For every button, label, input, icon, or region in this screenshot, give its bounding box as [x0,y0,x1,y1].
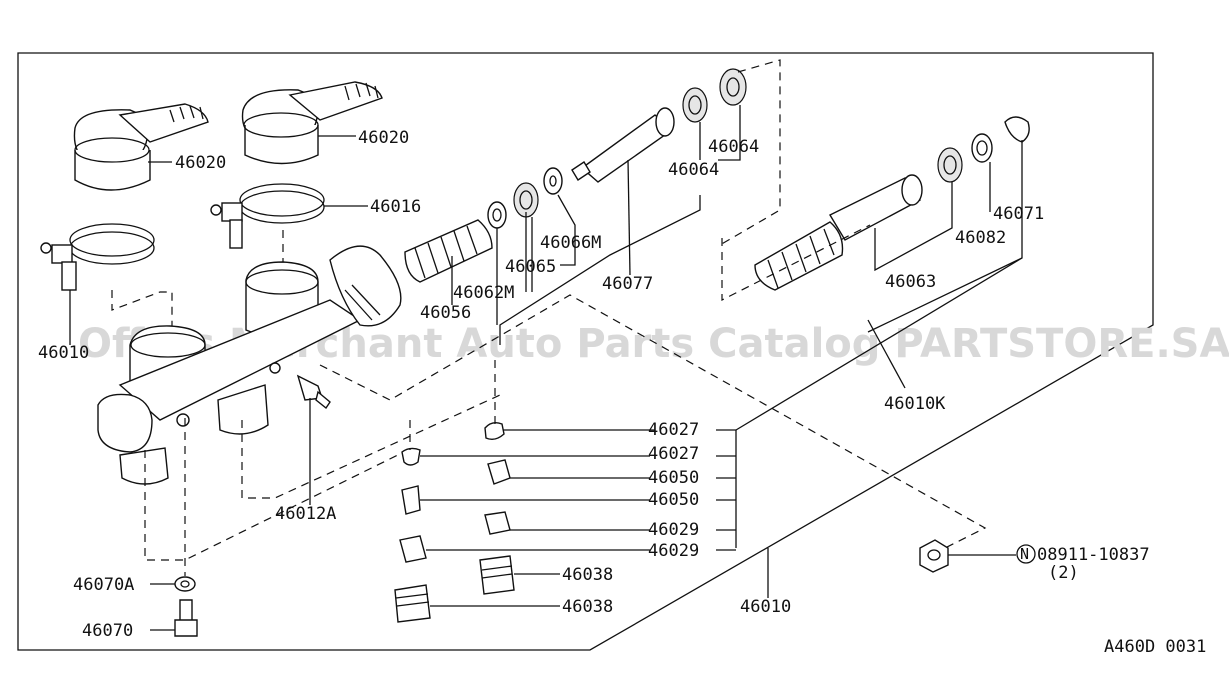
label-46056: 46056 [420,303,471,323]
label-08911-10837: 08911-10837 [1037,545,1150,565]
diagram-frame [17,52,1154,651]
label-46038-b: 46038 [562,597,613,617]
cup-seal-46064-a[interactable] [682,87,708,123]
label-46020-left: 46020 [175,153,226,173]
piston-46077[interactable] [571,107,675,183]
label-46050-a: 46050 [648,468,699,488]
sleeve-46050-a[interactable] [487,459,511,485]
label-46016: 46016 [370,197,421,217]
label-46012a: 46012A [275,504,336,524]
secondary-piston-kit[interactable] [754,174,923,291]
nut-08911[interactable] [919,539,949,573]
diagram-code: A460D 0031 [1104,637,1206,657]
label-46063: 46063 [885,272,936,292]
washer-46070a[interactable] [174,576,196,592]
seat-46029-b[interactable] [399,535,427,563]
washer-46066m[interactable] [543,167,563,195]
bleeder-screw[interactable] [296,374,331,410]
label-46050-b: 46050 [648,490,699,510]
nut-part-number: N 08911-10837 (2) [1016,544,1150,583]
nut-symbol: N [1020,545,1029,563]
label-46010-main: 46010 [740,597,791,617]
label-46027-a: 46027 [648,420,699,440]
sleeve-46050-b[interactable] [401,485,421,515]
hose-clamp-upper[interactable] [210,183,325,249]
piston-cup-46065[interactable] [513,182,539,218]
label-46038-a: 46038 [562,565,613,585]
primary-spring[interactable] [404,219,493,283]
master-cylinder-body[interactable] [97,245,402,485]
label-46020-right: 46020 [358,128,409,148]
seat-46029-a[interactable] [484,511,511,535]
label-46066m: 46066M [540,233,601,253]
label-46070a: 46070A [73,575,134,595]
reservoir-cap-left[interactable] [73,103,209,191]
label-46070: 46070 [82,621,133,641]
screw-46070[interactable] [174,599,198,637]
label-46029-b: 46029 [648,541,699,561]
label-46064-b: 46064 [668,160,719,180]
label-nut-qty: (2) [1048,563,1079,583]
hose-clamp-lower[interactable] [40,223,155,291]
check-valve-46027-a[interactable] [484,421,505,441]
plug-46038-a[interactable] [479,555,515,595]
clip-46071[interactable] [1004,116,1030,143]
check-valve-46027-b[interactable] [401,447,421,466]
seal-46062m[interactable] [487,201,507,229]
label-46077: 46077 [602,274,653,294]
label-46029-a: 46029 [648,520,699,540]
ring-46071[interactable] [971,133,993,163]
reservoir-cap-right[interactable] [241,81,383,165]
label-46010k: 46010K [884,394,946,414]
plug-46038-b[interactable] [394,584,431,623]
label-46062m: 46062M [453,283,514,303]
label-46010: 46010 [38,343,89,363]
label-46064-a: 46064 [708,137,759,157]
seal-46082[interactable] [937,147,963,183]
label-46071: 46071 [993,204,1044,224]
label-46082: 46082 [955,228,1006,248]
cup-seal-46064-b[interactable] [719,68,747,106]
label-46027-b: 46027 [648,444,699,464]
label-46065: 46065 [505,257,556,277]
